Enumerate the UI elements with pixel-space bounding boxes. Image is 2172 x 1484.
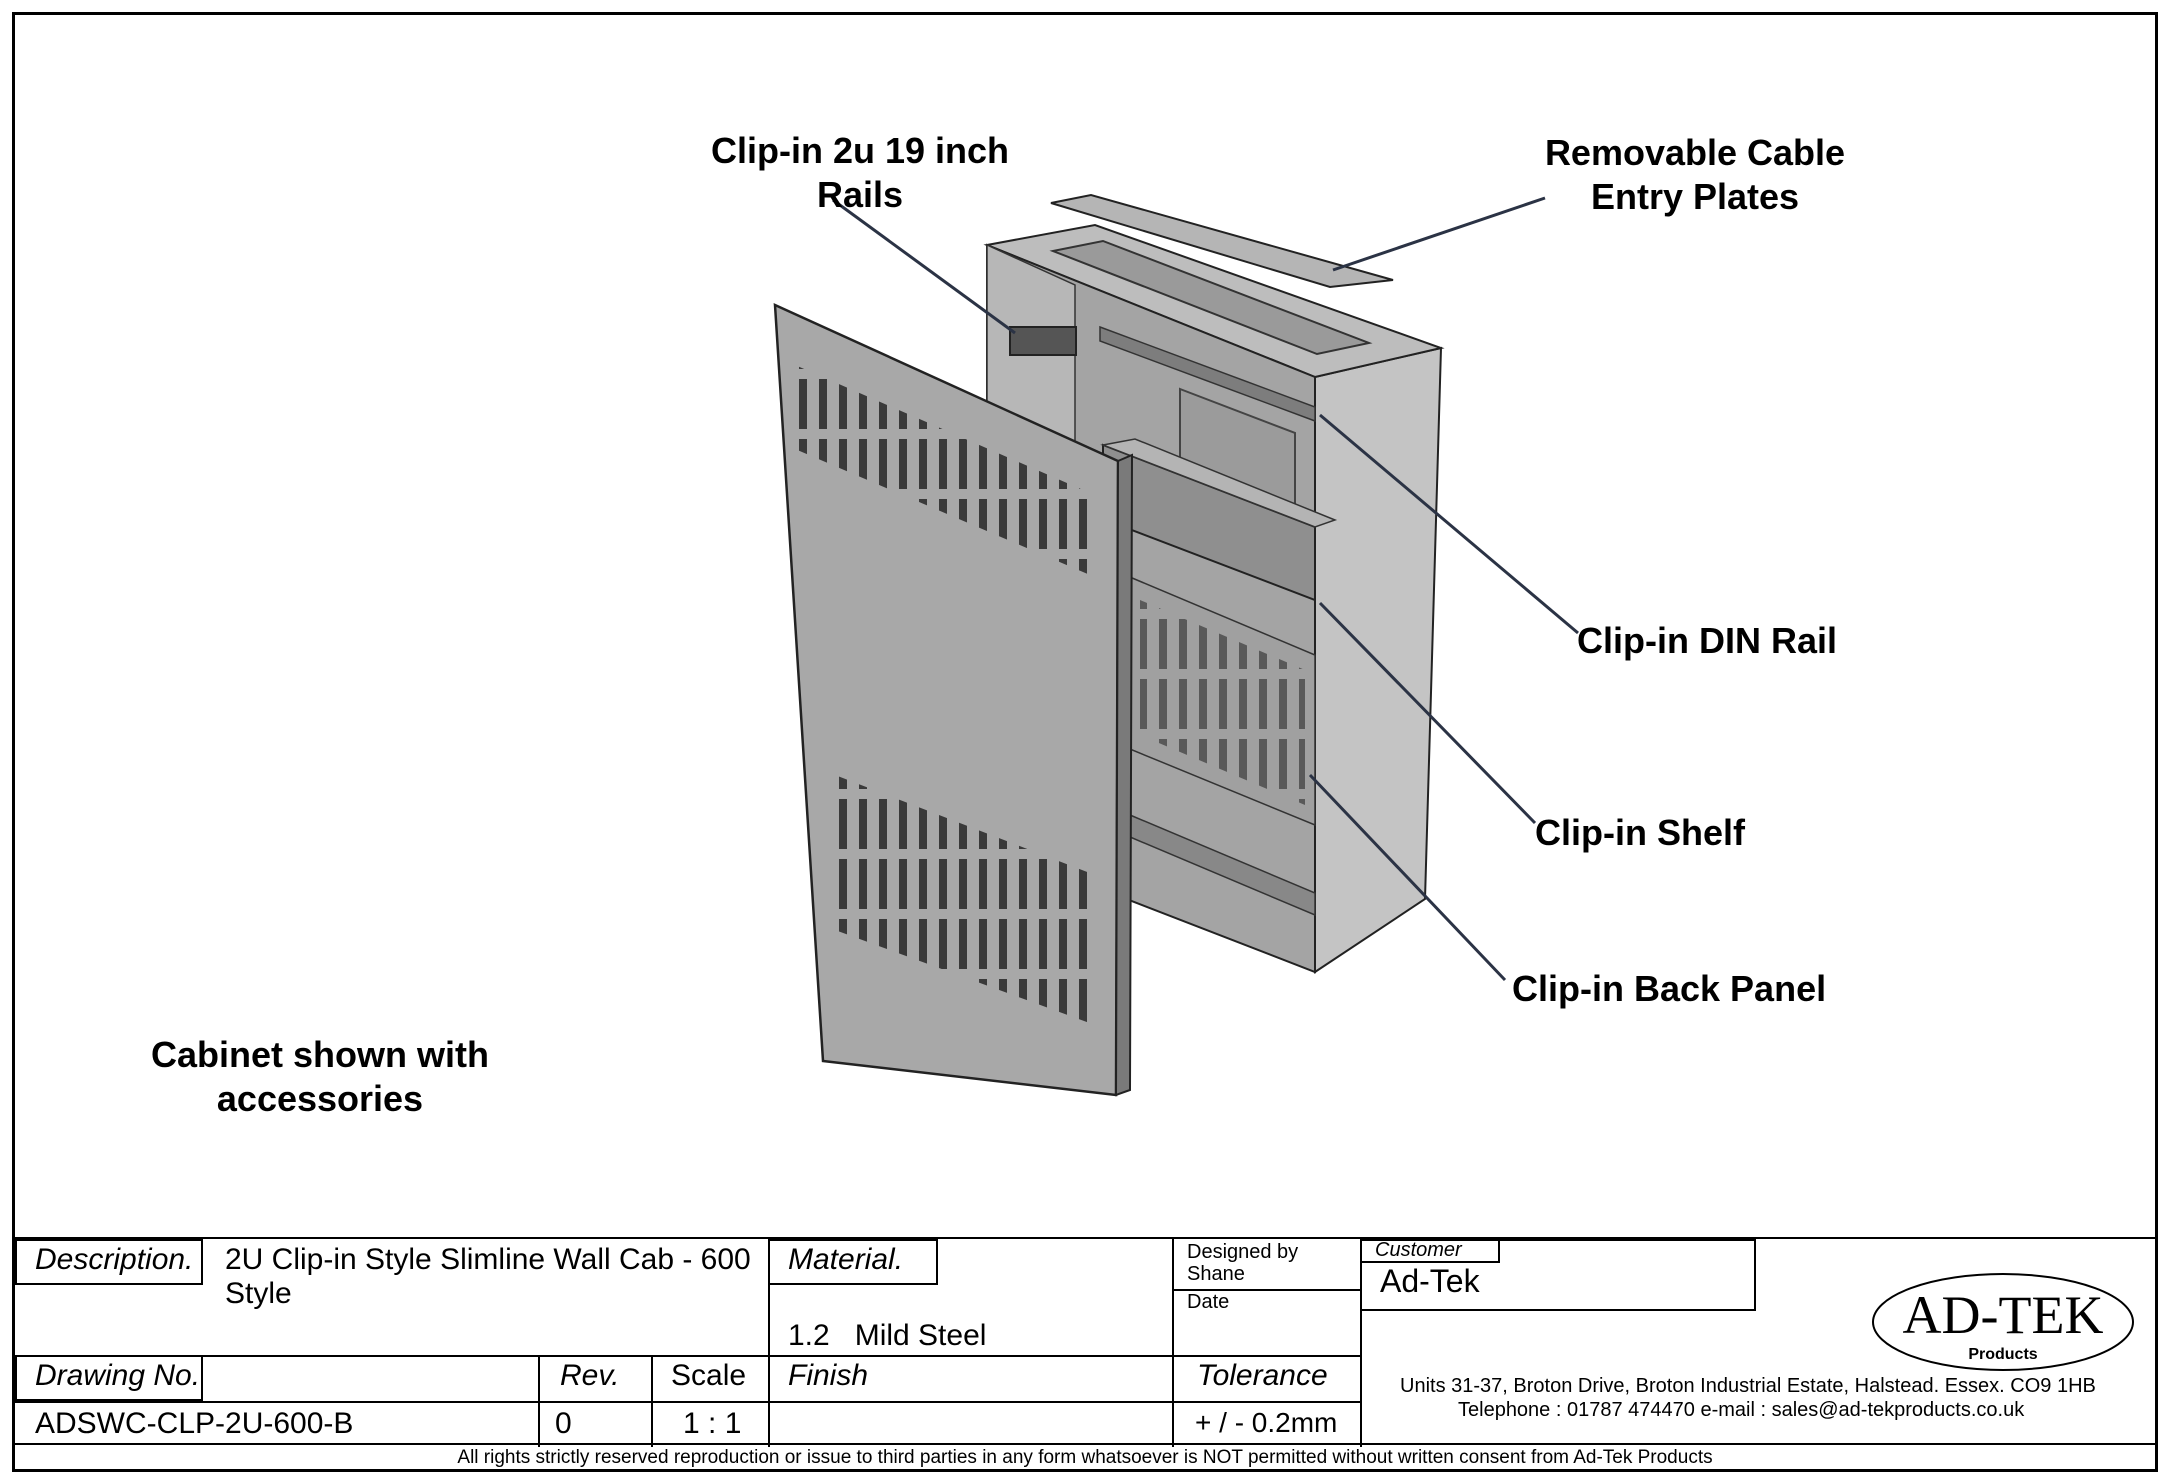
callout-rails: Clip-in 2u 19 inch Rails — [655, 129, 1065, 217]
company-contact: Telephone : 01787 474470 e-mail : sales@… — [1458, 1399, 2025, 1421]
leader-rails — [832, 198, 1016, 335]
customer-value: Ad-Tek — [1380, 1263, 1480, 1299]
rev-label: Rev. — [560, 1359, 620, 1392]
title-block: Description. 2U Clip-in Style Slimline W… — [15, 1237, 2155, 1471]
callout-shelf: Clip-in Shelf — [1535, 812, 1745, 853]
copyright-footer: All rights strictly reserved reproductio… — [15, 1443, 2155, 1471]
description-value-line1: 2U Clip-in Style Slimline Wall Cab - 600 — [225, 1243, 751, 1276]
leader-shelf — [1318, 601, 1537, 825]
callout-cable-plates: Removable Cable Entry Plates — [1515, 131, 1875, 219]
ad-tek-logo: AD-TEK Products — [1872, 1273, 2134, 1371]
callout-cable-line2: Entry Plates — [1590, 176, 1800, 217]
description-value-line2: Style — [225, 1277, 292, 1310]
tolerance-label: Tolerance — [1197, 1359, 1328, 1392]
leader-din-rail — [1319, 413, 1579, 635]
front-door — [773, 302, 1134, 1097]
tolerance-value: + / - 0.2mm — [1195, 1407, 1338, 1438]
date-label: Date — [1187, 1291, 1230, 1313]
door-vents-bottom — [835, 775, 1095, 1025]
finish-label: Finish — [788, 1359, 869, 1392]
designed-by-label: Designed by — [1187, 1241, 1299, 1263]
shelf-top — [1100, 438, 1338, 528]
customer-label: Customer — [1375, 1239, 1462, 1261]
callout-rails-line1: Clip-in 2u 19 inch — [710, 130, 1010, 171]
designed-by-value: Shane — [1187, 1263, 1245, 1285]
leader-back-panel — [1308, 773, 1507, 982]
logo-text: AD-TEK — [1903, 1285, 2104, 1345]
scale-label: Scale — [671, 1359, 747, 1392]
callout-back-panel: Clip-in Back Panel — [1512, 968, 1827, 1009]
din-rail — [1099, 325, 1316, 423]
door-edge — [1114, 453, 1134, 1097]
material-value: 1.2 Mild Steel — [788, 1319, 987, 1352]
material-label: Material. — [788, 1243, 904, 1276]
callout-cable-line1: Removable Cable — [1544, 132, 1846, 173]
rack-rails — [1009, 326, 1077, 356]
scale-value: 1 : 1 — [683, 1407, 742, 1440]
drawing-no-label: Drawing No. — [35, 1359, 201, 1392]
door-vents-top — [795, 365, 1090, 575]
back-panel-vents — [1140, 600, 1305, 805]
company-address: Units 31-37, Broton Drive, Broton Indust… — [1400, 1375, 2096, 1397]
rev-value: 0 — [555, 1407, 572, 1440]
note-line2: accessories — [216, 1078, 424, 1119]
note-line1: Cabinet shown with — [151, 1034, 489, 1075]
drawing-no-value: ADSWC-CLP-2U-600-B — [35, 1407, 354, 1440]
leader-cable-plates — [1332, 196, 1546, 272]
note-accessories: Cabinet shown with accessories — [120, 1033, 520, 1121]
drawing-sheet: Clip-in 2u 19 inch Rails Removable Cable… — [12, 12, 2158, 1472]
callout-rails-line2: Rails — [816, 174, 904, 215]
cabinet-body — [983, 223, 1445, 974]
description-label: Description. — [35, 1243, 194, 1276]
cabinet-side-panel — [1314, 346, 1443, 974]
logo-sub: Products — [1968, 1346, 2037, 1363]
cabinet-drawing — [773, 193, 1579, 1097]
callout-din-rail: Clip-in DIN Rail — [1577, 620, 1837, 661]
cable-entry-slot — [1049, 239, 1373, 356]
cable-entry-plate — [1050, 193, 1394, 289]
